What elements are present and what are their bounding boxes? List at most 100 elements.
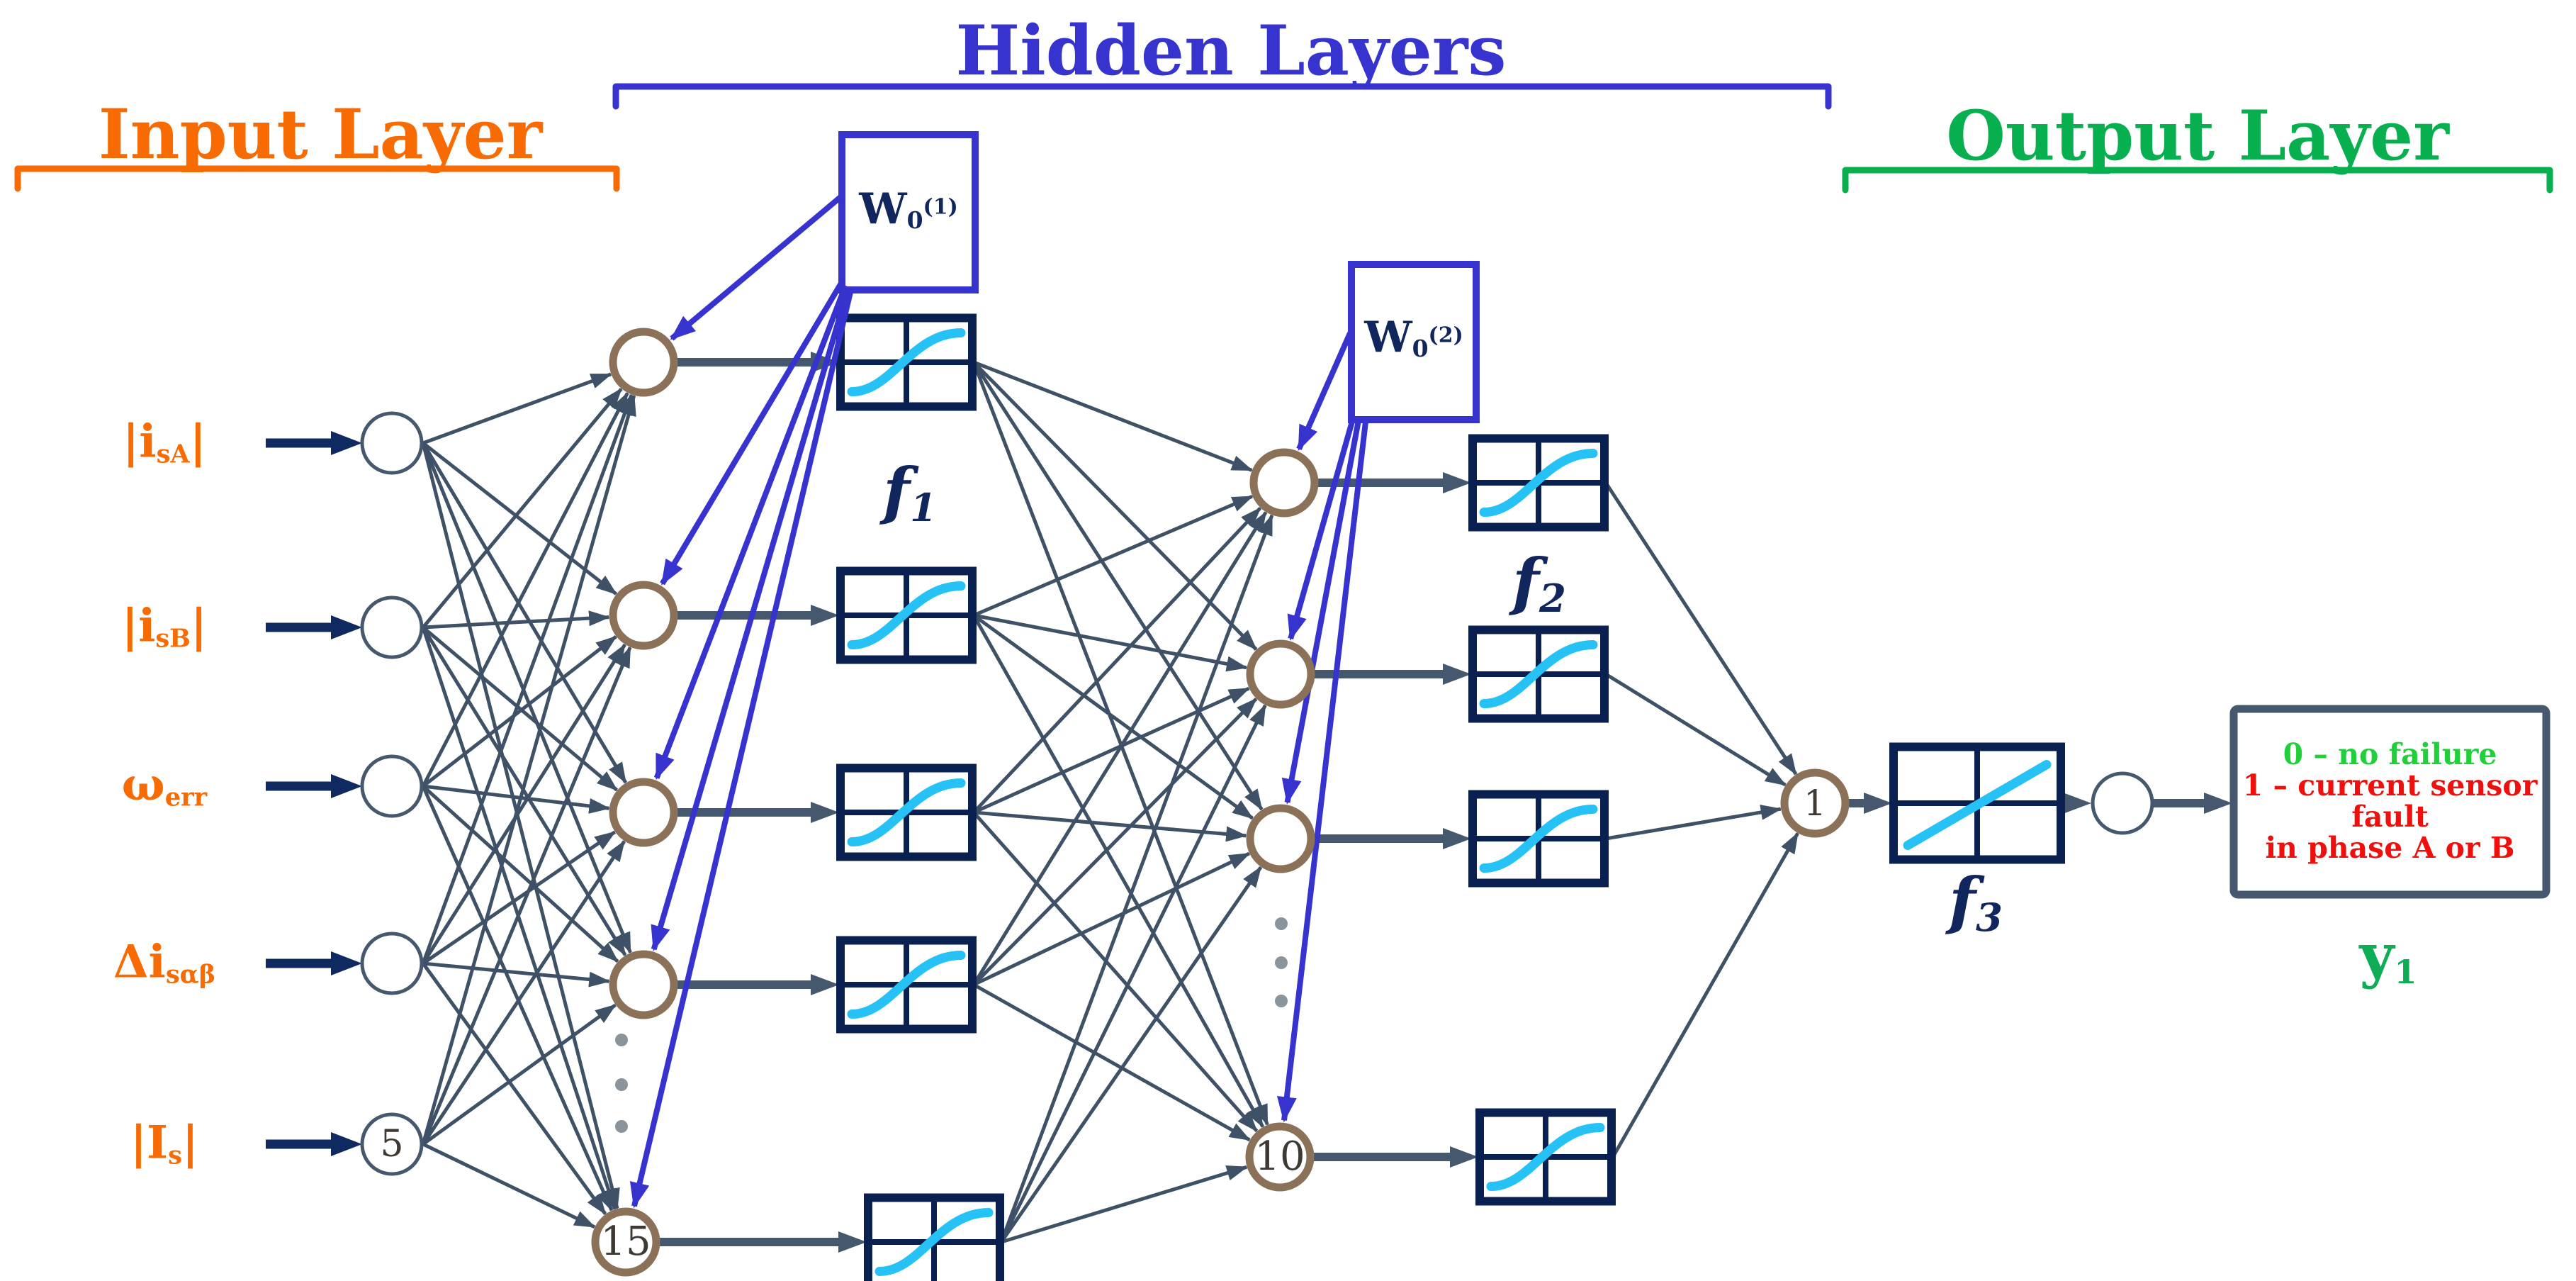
weight-superscript: (2) [1428, 323, 1463, 348]
input-layer-title: Input Layer [99, 101, 543, 169]
legend-line-no-failure: 0 – no failure [2283, 737, 2497, 772]
input-subscript: sαβ [165, 960, 216, 990]
activation-label-f1: f1 [883, 459, 937, 527]
input-to-hidden1-line [422, 830, 617, 966]
input-to-hidden1-line [421, 643, 626, 965]
input-subscript: sB [155, 624, 191, 654]
input-to-hidden1-line [422, 635, 617, 788]
w01-bias-arrow [653, 284, 848, 781]
w01-bias-arrow [629, 289, 854, 1209]
input-to-hidden1-line [422, 784, 611, 814]
hidden1-to-hidden2-line [1001, 1165, 1249, 1244]
ellipsis-dot [615, 1120, 628, 1133]
input-symbol: ω [121, 758, 165, 812]
hidden1-to-hidden2-line [973, 494, 1254, 617]
input-to-hidden1-line [421, 394, 636, 1145]
hidden1-to-hidden2-line [973, 810, 1248, 842]
output-layer-title: Output Layer [1946, 102, 2449, 170]
hidden-layers-bracket [612, 83, 1832, 110]
hidden2-neuron [1245, 1122, 1315, 1192]
hidden1-to-hidden2-line [972, 506, 1262, 814]
output-legend-text: 0 – no failure 1 – current sensor fault … [2238, 713, 2542, 890]
w02-bias-arrow [1287, 418, 1356, 641]
hidden1-to-hidden2-line [972, 613, 1254, 820]
input-to-hidden1-line [421, 442, 628, 784]
sigmoid-curve [1479, 805, 1598, 873]
w01-bias-arrow [651, 286, 851, 951]
hidden-layers-title: Hidden Layers [956, 17, 1507, 85]
node-count-hidden2: 10 [1254, 1134, 1305, 1180]
hidden1-to-hidden2-line [999, 866, 1263, 1243]
input-neuron [360, 932, 424, 995]
hidden1-neuron [609, 950, 678, 1019]
f-subscript: 3 [1975, 895, 2003, 941]
node-count-input: 5 [380, 1123, 404, 1165]
hidden1-to-hidden2-line [973, 613, 1248, 672]
output-neuron [1780, 768, 1850, 838]
input-label-werr: ωerr [122, 762, 208, 812]
f-symbol: f [1512, 544, 1539, 619]
hidden1-to-hidden2-line [972, 698, 1258, 986]
output-signal-label: y1 [2360, 925, 2417, 988]
hidden1-neuron [591, 1207, 660, 1277]
input-subscript: sA [156, 440, 190, 469]
abs-bar: | [181, 1116, 199, 1170]
input-to-hidden1-line [422, 1142, 596, 1229]
abs-bar: | [190, 599, 208, 653]
hidden2-neuron [1249, 448, 1319, 518]
output-legend-box [2229, 705, 2550, 899]
hidden1-to-hidden2-line [999, 514, 1274, 1243]
input-label-disab: Δisαβ [113, 939, 216, 990]
ellipsis-dot [615, 1034, 628, 1046]
hidden2-neuron [1246, 639, 1315, 709]
ellipsis-dot [615, 1078, 628, 1091]
sigmoid-curve [1479, 449, 1598, 517]
f-symbol: f [1949, 863, 1976, 938]
w01-bias-arrow [670, 194, 843, 341]
input-to-hidden1-line [421, 840, 626, 1146]
sigmoid-curve [847, 951, 966, 1019]
input-subscript: err [164, 783, 208, 812]
sigmoid-curve [1479, 640, 1598, 708]
activation-label-f3: f3 [1949, 869, 2003, 937]
input-subscript: s [168, 1141, 182, 1170]
hidden2-to-output-line [1604, 672, 1787, 787]
weight-subscript: 0 [1412, 335, 1429, 363]
input-neuron [360, 1112, 424, 1176]
input-label-isA: |isA| [123, 419, 206, 469]
input-to-hidden1-line [422, 372, 612, 445]
abs-bar: | [189, 415, 206, 469]
node-count-hidden1: 15 [600, 1219, 651, 1265]
input-to-hidden1-line [421, 785, 614, 1212]
f-symbol: f [883, 454, 910, 528]
w02-bias-arrow [1296, 332, 1353, 452]
input-layer-title-text: Input Layer [98, 94, 543, 174]
output-layer-bracket [1842, 167, 2553, 194]
linear-curve [1903, 760, 2052, 850]
input-to-hidden1-line [422, 1003, 617, 1146]
node-count-output: 1 [1804, 783, 1826, 824]
hidden1-to-hidden2-line [972, 983, 1252, 1142]
weight-symbol: W [859, 184, 907, 234]
input-neuron [360, 595, 424, 659]
hidden2-to-output-line [1605, 805, 1782, 841]
input-layer-bracket [14, 165, 620, 192]
hidden1-to-hidden2-line [972, 811, 1259, 1133]
w02-bias-arrow [1281, 420, 1361, 805]
hidden1-to-hidden2-line [972, 510, 1268, 986]
input-symbol: I [147, 1116, 169, 1170]
input-symbol: i [138, 599, 156, 653]
hidden1-to-hidden2-line [972, 686, 1251, 815]
abs-bar: | [123, 415, 140, 469]
input-to-hidden1-line [421, 962, 607, 1215]
input-label-isB: |isB| [122, 603, 207, 654]
input-to-hidden1-line [421, 393, 634, 964]
weight-box-w01 [838, 131, 979, 293]
input-symbol: i [139, 415, 157, 469]
input-neuron [360, 754, 424, 818]
hidden1-neuron [609, 778, 678, 847]
weight-label-w01: W0(1) [859, 188, 958, 232]
input-label-Is: |Is| [130, 1120, 198, 1170]
weight-subscript: 0 [906, 206, 923, 235]
